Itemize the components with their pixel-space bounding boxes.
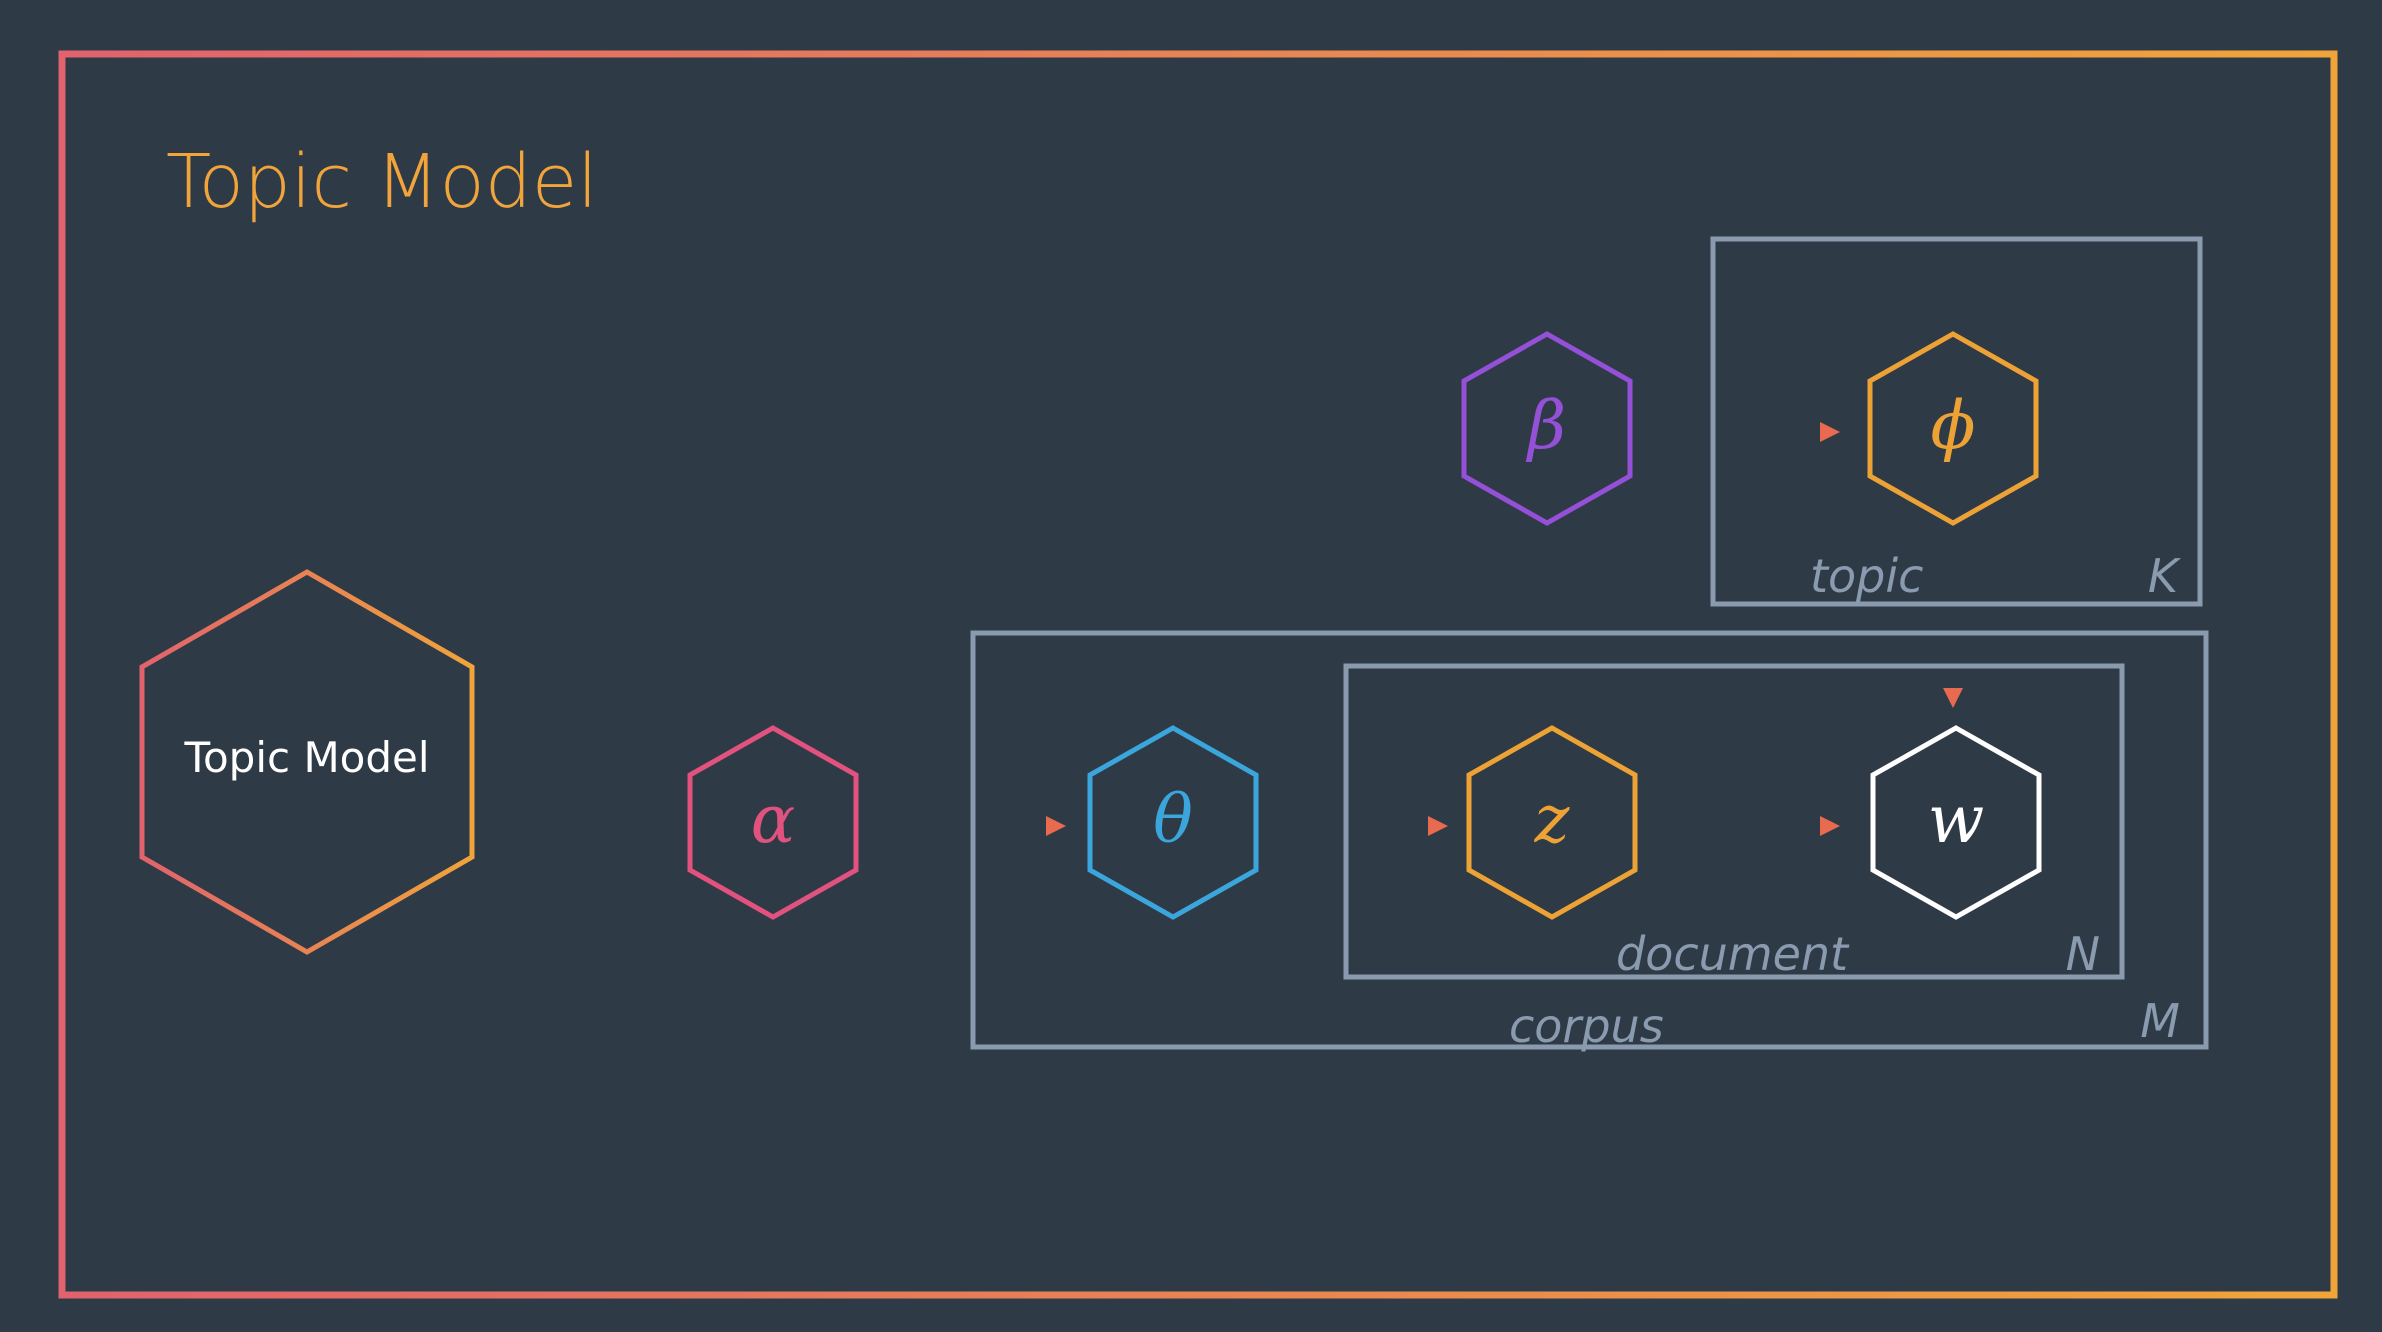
plate-topic-count: K <box>2148 549 2182 603</box>
plate-corpus <box>970 630 2209 1050</box>
node-theta: θ <box>1087 725 1259 920</box>
topic-model-hexagon-label: Topic Model <box>183 733 429 782</box>
plate-corpus-count: M <box>2140 994 2180 1048</box>
node-alpha-symbol: α <box>751 781 796 858</box>
node-beta-hexagon <box>1461 331 1633 526</box>
page-title: Topic Model <box>166 139 598 225</box>
node-phi: ϕ <box>1867 331 2039 526</box>
plate-topic <box>1710 236 2203 607</box>
node-w-symbol: w <box>1928 781 1985 858</box>
node-phi-symbol: ϕ <box>1931 387 1976 464</box>
topic-model-hexagon <box>139 569 475 955</box>
plate-corpus-name: corpus <box>1509 999 1664 1053</box>
node-phi-hexagon <box>1867 331 2039 526</box>
plate-topic-name: topic <box>1810 549 1923 603</box>
plate-document <box>1343 663 2125 980</box>
node-w: w <box>1870 725 2042 920</box>
node-beta-symbol: β <box>1525 387 1566 464</box>
plate-document-count: N <box>2066 927 2100 981</box>
outer-frame <box>58 50 2338 1299</box>
plate-document-name: document <box>1616 927 1850 981</box>
node-z: z <box>1466 725 1638 920</box>
node-z-symbol: z <box>1534 781 1571 858</box>
node-alpha-hexagon <box>687 725 859 920</box>
node-alpha: α <box>687 725 859 920</box>
node-w-hexagon <box>1870 725 2042 920</box>
node-theta-symbol: θ <box>1153 781 1193 858</box>
node-beta: β <box>1461 331 1633 526</box>
node-theta-hexagon <box>1087 725 1259 920</box>
node-z-hexagon <box>1466 725 1638 920</box>
